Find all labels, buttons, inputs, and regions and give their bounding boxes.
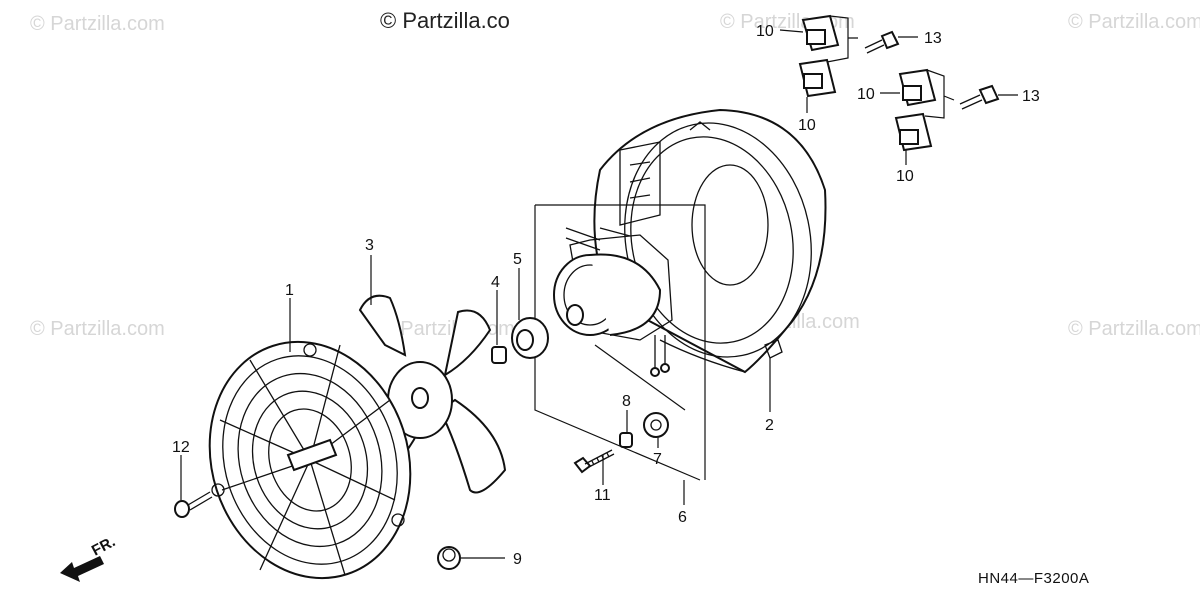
fan-guard [208,340,412,580]
callout-5: 5 [513,251,522,268]
direction-label: FR. [89,533,118,559]
callout-4: 4 [491,274,500,291]
damper-7 [643,412,669,438]
screw-12 [174,491,213,518]
callout-10-b: 10 [798,117,816,134]
clip-10-a [801,14,840,52]
fan-shroud [593,108,827,374]
callout-3: 3 [365,237,374,254]
watermark: © Partzilla.com [1068,11,1200,33]
bolt-13-b [959,84,1000,110]
damper-5 [511,317,549,359]
callout-2: 2 [765,417,774,434]
bolt-11 [573,449,615,474]
clip-10-c [898,68,937,107]
front-direction-arrow-icon [60,556,104,582]
clip-10-d [894,112,933,152]
bolt-13-a [864,30,900,54]
callout-6: 6 [678,509,687,526]
diagram-code: HN44—F3200A [978,570,1089,587]
watermark: © Partzilla.com [30,13,165,35]
callout-13-b: 13 [1022,88,1040,105]
callout-13-a: 13 [924,30,942,47]
callout-8: 8 [622,393,631,410]
callout-11: 11 [594,487,611,504]
callout-10-c: 10 [857,86,875,103]
clip-10-b [798,58,837,98]
callout-10-d: 10 [896,168,914,185]
callout-7: 7 [653,451,662,468]
collar-8 [619,432,633,448]
fan-motor [553,227,673,377]
watermark: © Partzilla.com [1068,318,1200,340]
nut-9 [437,546,461,570]
collar-4 [491,346,507,364]
watermark-top: © Partzilla.co [380,8,510,33]
watermark: © Partzilla.com [30,318,165,340]
callout-12: 12 [172,439,190,456]
callout-10-a: 10 [756,23,774,40]
callout-9: 9 [513,551,522,568]
callout-1: 1 [285,282,294,299]
